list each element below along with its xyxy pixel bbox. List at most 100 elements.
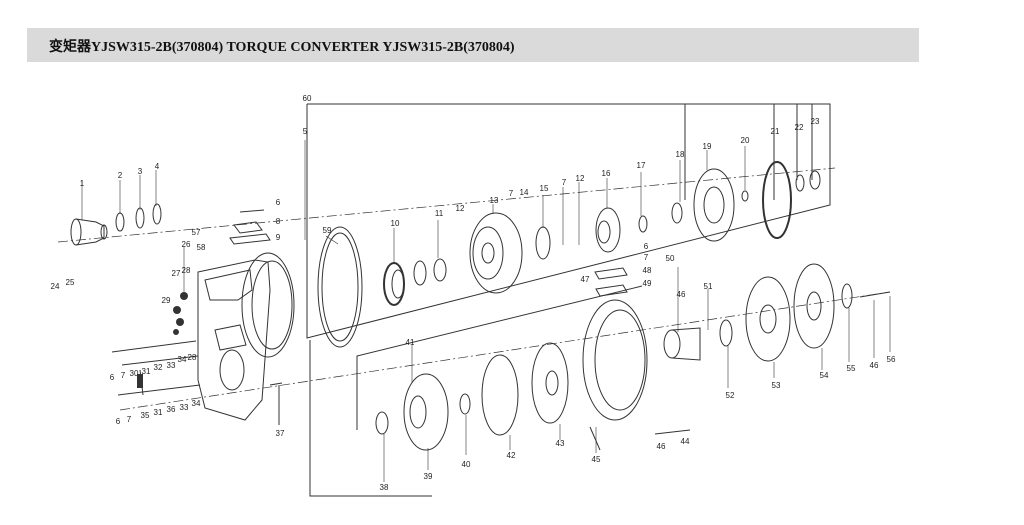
part-52-ring — [719, 319, 733, 347]
callout-8: 8 — [276, 217, 281, 226]
callout-19: 19 — [703, 142, 712, 151]
part-22-ring — [795, 174, 805, 192]
callout-42: 42 — [507, 451, 516, 460]
callout-6c: 6 — [110, 373, 115, 382]
callout-33a: 33 — [167, 361, 176, 370]
part-3-ring — [135, 207, 145, 229]
callout-32: 32 — [154, 363, 163, 372]
callout-23: 23 — [811, 117, 820, 126]
callout-1: 1 — [80, 179, 85, 188]
callout-13: 13 — [490, 196, 499, 205]
callout-41: 41 — [406, 338, 415, 347]
callout-12: 12 — [456, 204, 465, 213]
callout-45: 45 — [592, 455, 601, 464]
part-5-housing — [197, 252, 295, 421]
callout-30: 30 — [130, 369, 139, 378]
callout-7d: 7 — [121, 371, 126, 380]
part-35-key — [137, 374, 143, 388]
callout-17: 17 — [637, 161, 646, 170]
callout-5: 5 — [303, 127, 308, 136]
part-15-plate — [535, 226, 551, 260]
callout-29: 29 — [162, 296, 171, 305]
callout-4: 4 — [155, 162, 160, 171]
callout-46c: 46 — [870, 361, 879, 370]
part-2-ring — [115, 212, 125, 232]
part-11-bearing — [413, 260, 427, 286]
callout-16: 16 — [602, 169, 611, 178]
callout-14: 14 — [520, 188, 529, 197]
part-40-bearing — [459, 393, 471, 415]
callout-2: 2 — [118, 171, 123, 180]
callout-24: 24 — [51, 282, 60, 291]
callout-28: 28 — [182, 266, 191, 275]
callout-28b: 28 — [188, 353, 197, 362]
callout-35: 35 — [141, 411, 150, 420]
callout-59: 59 — [323, 226, 332, 235]
part-21-ring — [762, 161, 792, 239]
callout-3: 3 — [138, 167, 143, 176]
bracket-60 — [306, 103, 831, 339]
callout-31a: 31 — [142, 367, 151, 376]
callout-36: 36 — [167, 405, 176, 414]
part-10-gear — [383, 262, 405, 306]
part-9-plate — [229, 233, 271, 245]
callout-15: 15 — [540, 184, 549, 193]
callout-53: 53 — [772, 381, 781, 390]
callout-10: 10 — [391, 219, 400, 228]
part-50-flange — [663, 327, 701, 361]
part-49-plate — [595, 284, 628, 297]
part-47-housing — [582, 299, 648, 421]
callout-44: 44 — [681, 437, 690, 446]
part-1-input-flange — [70, 218, 108, 246]
part-16-stator — [595, 207, 621, 253]
callout-6b: 6 — [644, 242, 649, 251]
part-20-ring — [741, 190, 749, 202]
callout-27: 27 — [172, 269, 181, 278]
callout-46a: 46 — [677, 290, 686, 299]
part-27-nut — [180, 292, 188, 300]
part-13-turbine — [469, 212, 523, 294]
callout-34b: 34 — [192, 399, 201, 408]
part-19-pump — [693, 168, 735, 242]
part-43-impeller — [531, 342, 569, 424]
callout-57: 57 — [192, 228, 201, 237]
callout-49: 49 — [643, 279, 652, 288]
callout-37: 37 — [276, 429, 285, 438]
callout-55: 55 — [847, 364, 856, 373]
callout-7c: 7 — [644, 253, 649, 262]
callout-33b: 33 — [180, 403, 189, 412]
part-18-hub — [671, 202, 683, 224]
part-48-plate — [594, 267, 628, 280]
title-bar: 变矩器YJSW315-2B(370804) TORQUE CONVERTER Y… — [27, 28, 919, 62]
part-23-ring — [809, 170, 821, 190]
callout-46b: 46 — [657, 442, 666, 451]
part-42-oring — [481, 354, 519, 436]
bracket-lower — [309, 340, 432, 497]
part-39-cover — [403, 373, 449, 451]
callout-25: 25 — [66, 278, 75, 287]
callout-47: 47 — [581, 275, 590, 284]
callout-60: 60 — [303, 94, 312, 103]
callout-20: 20 — [741, 136, 750, 145]
part-59-gasket — [317, 226, 363, 348]
callout-12b: 12 — [576, 174, 585, 183]
part-55-hub — [841, 283, 853, 309]
callout-34a: 34 — [178, 355, 187, 364]
callout-7e: 7 — [127, 415, 132, 424]
callout-56: 56 — [887, 355, 896, 364]
callout-50: 50 — [666, 254, 675, 263]
callout-9: 9 — [276, 233, 281, 242]
page-title: 变矩器YJSW315-2B(370804) TORQUE CONVERTER Y… — [49, 40, 515, 55]
callout-48: 48 — [643, 266, 652, 275]
callout-18: 18 — [676, 150, 685, 159]
part-17-ring — [638, 215, 648, 233]
callout-7b: 7 — [562, 178, 567, 187]
callout-51: 51 — [704, 282, 713, 291]
callout-52: 52 — [726, 391, 735, 400]
callout-43: 43 — [556, 439, 565, 448]
part-53-disk — [745, 276, 791, 362]
part-4-ring — [152, 203, 162, 225]
callout-31b: 31 — [154, 408, 163, 417]
callout-58: 58 — [197, 243, 206, 252]
